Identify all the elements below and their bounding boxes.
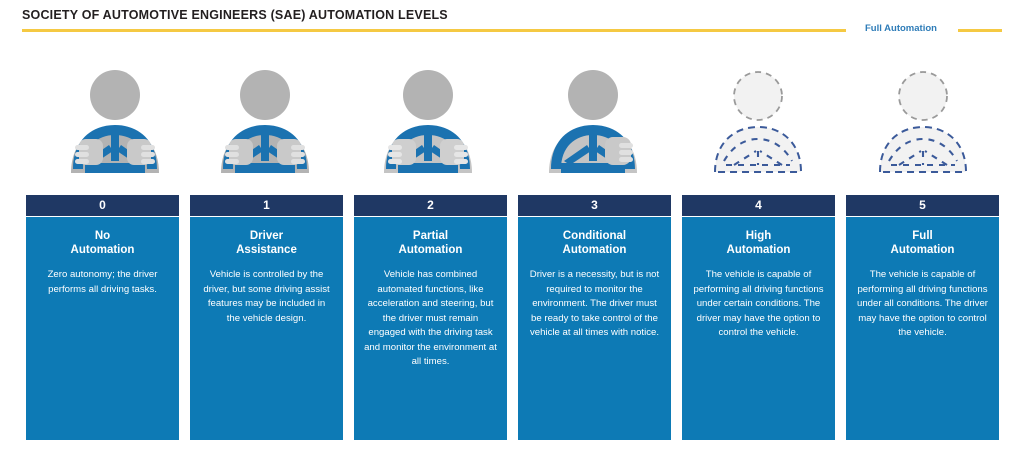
- level-number: 3: [518, 195, 671, 217]
- icon-cell-level-0: [45, 58, 185, 183]
- icon-cell-level-4: [688, 58, 828, 183]
- header-rule-right-segment: [958, 29, 1002, 32]
- level-title: High Automation: [726, 230, 791, 256]
- level-card-0[interactable]: 0 No Automation Zero autonomy; the drive…: [26, 195, 179, 440]
- level-number: 0: [26, 195, 179, 217]
- level-title: Driver Assistance: [236, 230, 297, 256]
- level-description: Driver is a necessity, but is not requir…: [529, 269, 660, 338]
- level-card-body: Full Automation The vehicle is capable o…: [846, 217, 999, 440]
- level-number: 1: [190, 195, 343, 217]
- level-number: 2: [354, 195, 507, 217]
- level-description: Zero autonomy; the driver performs all d…: [47, 269, 158, 295]
- levels-row: 0 No Automation Zero autonomy; the drive…: [0, 195, 1024, 445]
- driver-dashed-icon: [878, 70, 968, 173]
- level-description: Vehicle has combined automated functions…: [364, 269, 497, 367]
- level-card-body: Partial Automation Vehicle has combined …: [354, 217, 507, 440]
- driver-two-hands-icon: [71, 69, 159, 173]
- header-rule: Full Automation: [22, 22, 1002, 36]
- level-card-4[interactable]: 4 High Automation The vehicle is capable…: [682, 195, 835, 440]
- level-card-body: Driver Assistance Vehicle is controlled …: [190, 217, 343, 440]
- driver-dashed-icon: [713, 70, 803, 173]
- level-card-body: No Automation Zero autonomy; the driver …: [26, 217, 179, 440]
- header: SOCIETY OF AUTOMOTIVE ENGINEERS (SAE) AU…: [0, 0, 1024, 45]
- icon-cell-level-5: [853, 58, 993, 183]
- icon-cell-level-2: [358, 58, 498, 183]
- page-title: SOCIETY OF AUTOMOTIVE ENGINEERS (SAE) AU…: [22, 8, 448, 22]
- full-automation-label: Full Automation: [860, 22, 942, 36]
- level-description: Vehicle is controlled by the driver, but…: [203, 269, 330, 324]
- level-description: The vehicle is capable of performing all…: [856, 269, 988, 338]
- icon-cell-level-3: [523, 58, 663, 183]
- driver-one-hand-icon: [549, 69, 637, 173]
- level-title: No Automation: [70, 230, 135, 256]
- level-number: 4: [682, 195, 835, 217]
- level-description: The vehicle is capable of performing all…: [693, 269, 824, 338]
- driver-two-hands-icon: [221, 69, 309, 173]
- icon-strip: [0, 58, 1024, 183]
- header-rule-left-segment: [22, 29, 846, 32]
- level-title: Conditional Automation: [562, 230, 627, 256]
- level-card-5[interactable]: 5 Full Automation The vehicle is capable…: [846, 195, 999, 440]
- driver-two-hands-faded-icon: [384, 69, 472, 173]
- level-card-body: High Automation The vehicle is capable o…: [682, 217, 835, 440]
- level-card-2[interactable]: 2 Partial Automation Vehicle has combine…: [354, 195, 507, 440]
- level-card-1[interactable]: 1 Driver Assistance Vehicle is controlle…: [190, 195, 343, 440]
- level-number: 5: [846, 195, 999, 217]
- level-card-3[interactable]: 3 Conditional Automation Driver is a nec…: [518, 195, 671, 440]
- level-card-body: Conditional Automation Driver is a neces…: [518, 217, 671, 440]
- level-title: Partial Automation: [398, 230, 463, 256]
- icon-cell-level-1: [195, 58, 335, 183]
- level-title: Full Automation: [890, 230, 955, 256]
